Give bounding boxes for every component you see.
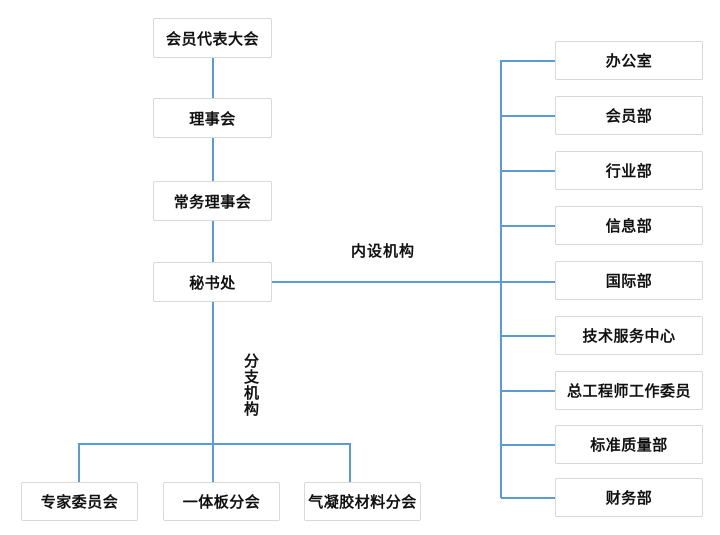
node-standing-council: 常务理事会 (153, 181, 272, 221)
branch-line-tech-service (501, 335, 555, 337)
drop-line-integrated-panel (212, 443, 214, 482)
branch-line-chief-engineer (501, 390, 555, 392)
branch-bar-bottom (78, 443, 350, 445)
label-internal-institutions: 内设机构 (350, 243, 415, 260)
connector-standing-secretariat (212, 221, 214, 262)
connector-secretariat-trunk (272, 281, 501, 283)
dept-membership: 会员部 (555, 96, 703, 135)
trunk-line-internal (500, 60, 502, 498)
node-member-congress: 会员代表大会 (153, 18, 272, 58)
drop-line-aerogel (349, 443, 351, 482)
branch-line-information (501, 225, 555, 227)
branch-integrated-panel-branch: 一体板分会 (163, 482, 280, 521)
dept-technical-service-center: 技术服务中心 (555, 316, 703, 355)
branch-line-international (501, 281, 555, 283)
branch-line-standards-quality (501, 444, 555, 446)
branch-line-finance (501, 497, 555, 499)
dept-information: 信息部 (555, 206, 703, 245)
dept-office: 办公室 (555, 41, 703, 80)
node-board-of-directors: 理事会 (153, 98, 272, 138)
branch-line-industry (501, 170, 555, 172)
connector-board-standing (212, 138, 214, 181)
node-secretariat: 秘书处 (153, 262, 272, 302)
label-branch-institutions: 分支机构 (243, 353, 259, 418)
branch-expert-committee: 专家委员会 (21, 482, 138, 521)
drop-line-expert-committee (78, 443, 80, 482)
dept-international: 国际部 (555, 261, 703, 300)
branch-line-membership (501, 115, 555, 117)
connector-congress-board (212, 58, 214, 98)
branch-line-office (501, 60, 555, 62)
connector-secretariat-branches (212, 302, 214, 444)
dept-chief-engineer-committee: 总工程师工作委员 (555, 371, 703, 410)
dept-standards-quality: 标准质量部 (555, 425, 703, 464)
branch-aerogel-materials-branch: 气凝胶材料分会 (304, 482, 421, 521)
dept-industry: 行业部 (555, 151, 703, 190)
dept-finance: 财务部 (555, 478, 703, 517)
